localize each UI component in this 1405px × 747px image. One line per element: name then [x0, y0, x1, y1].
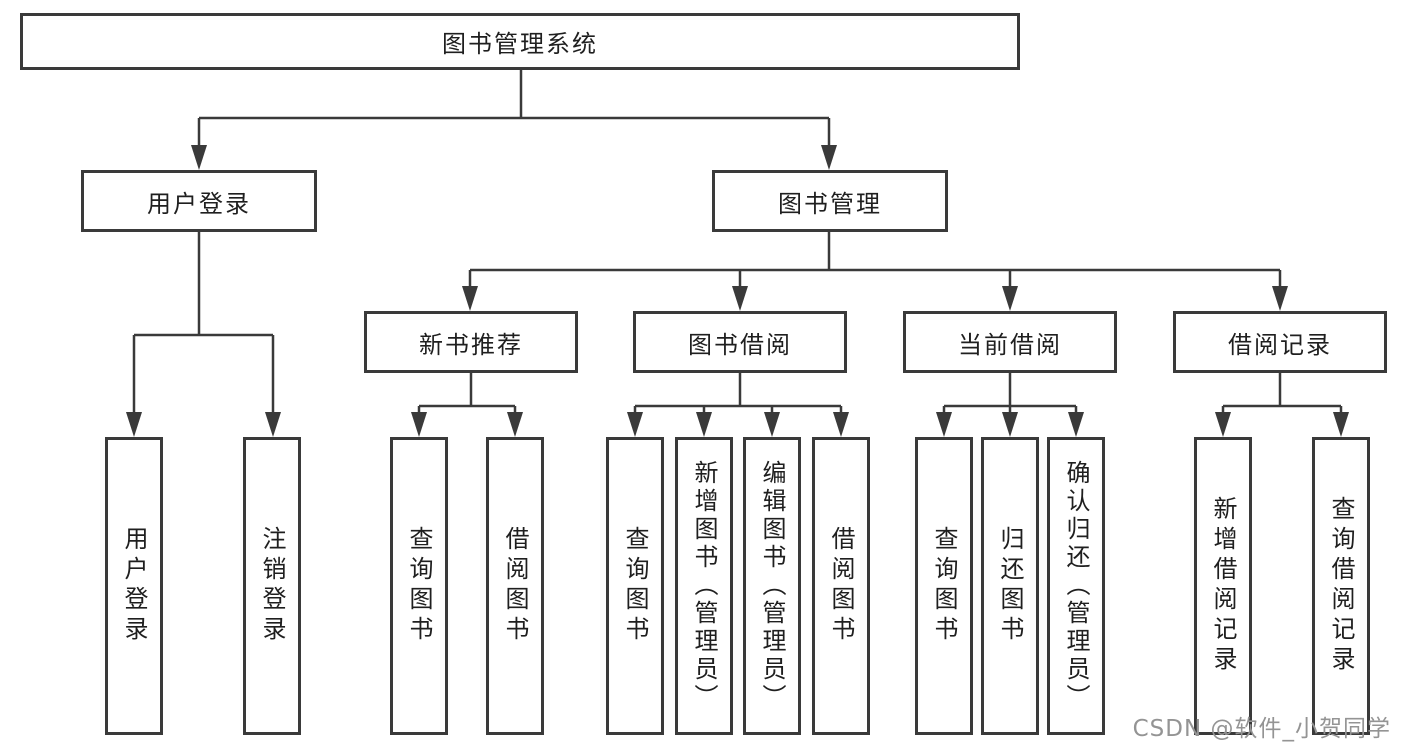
node-leaf-add-book-admin-label: 新增图书（管理员）	[690, 460, 718, 712]
node-leaf-query-book-current: 查询图书	[915, 437, 973, 735]
node-leaf-borrow-book-borrow: 借阅图书	[812, 437, 870, 735]
node-leaf-user-login: 用户登录	[105, 437, 163, 735]
node-book-borrow-label: 图书借阅	[688, 330, 792, 359]
node-leaf-borrow-book-borrow-label: 借阅图书	[827, 526, 855, 646]
node-leaf-edit-book-admin-label: 编辑图书（管理员）	[758, 460, 786, 712]
node-leaf-borrow-book-recommend: 借阅图书	[486, 437, 544, 735]
node-user-login-label: 用户登录	[147, 189, 251, 218]
node-leaf-borrow-book-recommend-label: 借阅图书	[501, 526, 529, 646]
node-leaf-query-book-current-label: 查询图书	[930, 526, 958, 646]
watermark-text: CSDN @软件_小贺同学	[1132, 716, 1391, 742]
node-borrow-records-label: 借阅记录	[1228, 330, 1332, 359]
node-new-book-recommend-label: 新书推荐	[419, 330, 523, 359]
node-leaf-query-borrow-record: 查询借阅记录	[1312, 437, 1370, 735]
node-leaf-query-book-borrow: 查询图书	[606, 437, 664, 735]
node-leaf-confirm-return-admin: 确认归还（管理员）	[1047, 437, 1105, 735]
node-root: 图书管理系统	[20, 13, 1020, 70]
node-leaf-add-borrow-record: 新增借阅记录	[1194, 437, 1252, 735]
node-leaf-logout-label: 注销登录	[258, 526, 286, 646]
node-leaf-logout: 注销登录	[243, 437, 301, 735]
node-leaf-edit-book-admin: 编辑图书（管理员）	[743, 437, 801, 735]
node-leaf-return-book: 归还图书	[981, 437, 1039, 735]
node-book-borrow: 图书借阅	[633, 311, 847, 373]
node-leaf-query-book-recommend-label: 查询图书	[405, 526, 433, 646]
node-leaf-return-book-label: 归还图书	[996, 526, 1024, 646]
node-leaf-confirm-return-admin-label: 确认归还（管理员）	[1062, 460, 1090, 712]
node-leaf-query-book-recommend: 查询图书	[390, 437, 448, 735]
node-book-management: 图书管理	[712, 170, 948, 232]
node-user-login: 用户登录	[81, 170, 317, 232]
node-leaf-add-borrow-record-label: 新增借阅记录	[1209, 496, 1237, 676]
node-current-borrow: 当前借阅	[903, 311, 1117, 373]
arrowheads	[126, 145, 1349, 437]
node-new-book-recommend: 新书推荐	[364, 311, 578, 373]
node-borrow-records: 借阅记录	[1173, 311, 1387, 373]
node-leaf-user-login-label: 用户登录	[120, 526, 148, 646]
node-book-management-label: 图书管理	[778, 189, 882, 218]
node-root-label: 图书管理系统	[442, 30, 598, 58]
node-leaf-add-book-admin: 新增图书（管理员）	[675, 437, 733, 735]
node-leaf-query-borrow-record-label: 查询借阅记录	[1327, 496, 1355, 676]
node-leaf-query-book-borrow-label: 查询图书	[621, 526, 649, 646]
node-current-borrow-label: 当前借阅	[958, 330, 1062, 359]
